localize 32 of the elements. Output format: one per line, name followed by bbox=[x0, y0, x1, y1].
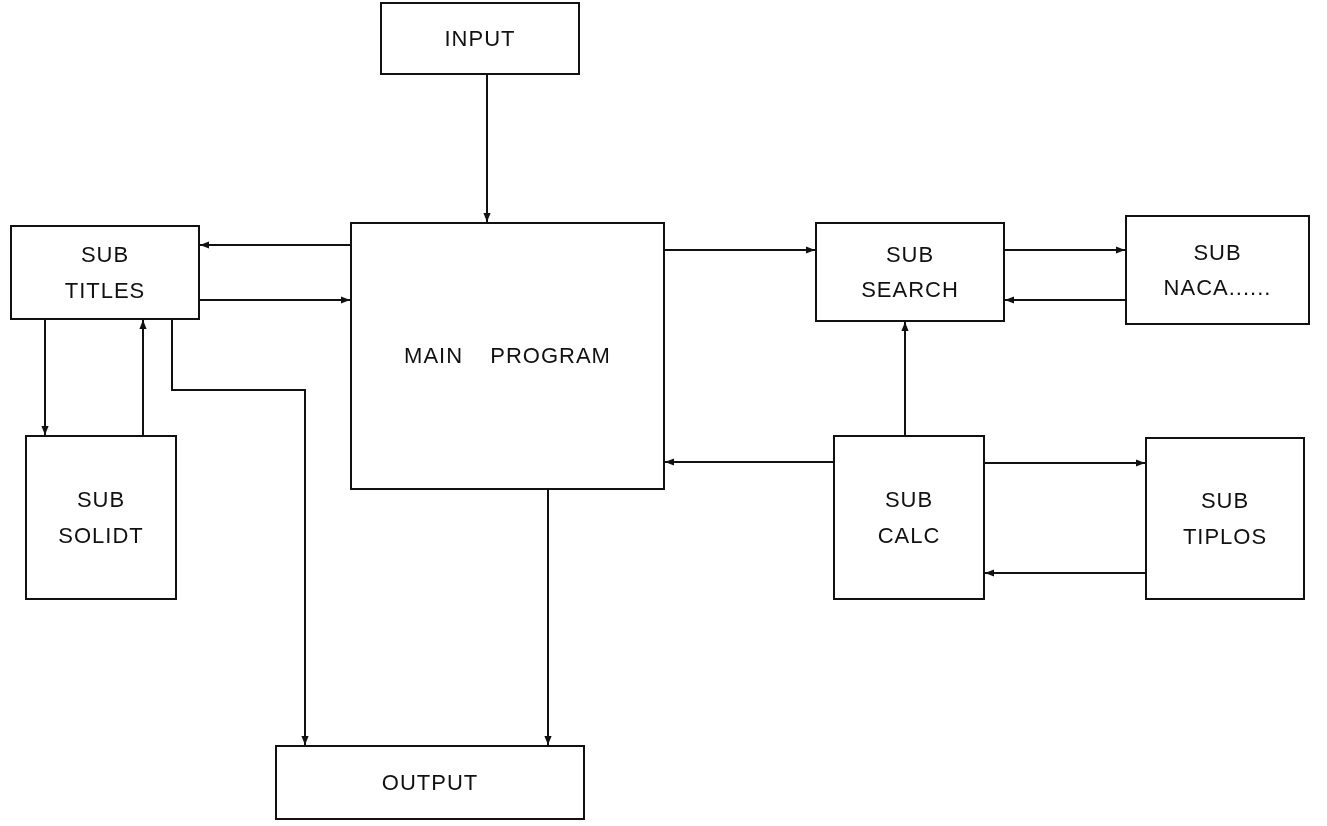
arrow bbox=[171, 319, 309, 746]
arrow bbox=[901, 321, 909, 436]
arrow bbox=[199, 296, 351, 304]
arrow bbox=[199, 241, 351, 249]
process-box bbox=[10, 225, 200, 320]
process-box bbox=[1145, 437, 1305, 600]
box-label: SUB TITLES bbox=[63, 241, 147, 305]
arrow bbox=[544, 489, 552, 746]
box-label: SUB TIPLOS bbox=[1181, 487, 1269, 551]
process-box bbox=[815, 222, 1005, 322]
arrow bbox=[483, 74, 491, 223]
process-box bbox=[833, 435, 985, 600]
box-label: SUB CALC bbox=[876, 486, 942, 550]
arrow bbox=[41, 319, 49, 436]
box-label: MAIN PROGRAM bbox=[403, 342, 612, 371]
arrow bbox=[1004, 246, 1126, 254]
arrow bbox=[984, 569, 1146, 577]
process-box bbox=[275, 745, 585, 820]
process-box bbox=[380, 2, 580, 75]
arrow bbox=[1004, 296, 1126, 304]
arrow bbox=[664, 458, 834, 466]
box-label: INPUT bbox=[443, 24, 517, 53]
box-label: SUB NACA...... bbox=[1162, 238, 1273, 302]
box-label: SUB SOLIDT bbox=[57, 486, 145, 550]
process-box bbox=[25, 435, 177, 600]
arrow bbox=[664, 246, 816, 254]
box-label: SUB SEARCH bbox=[860, 240, 960, 304]
box-label: OUTPUT bbox=[380, 768, 480, 797]
arrow bbox=[984, 459, 1146, 467]
arrow bbox=[139, 319, 147, 436]
process-box bbox=[350, 222, 665, 490]
process-box bbox=[1125, 215, 1310, 325]
